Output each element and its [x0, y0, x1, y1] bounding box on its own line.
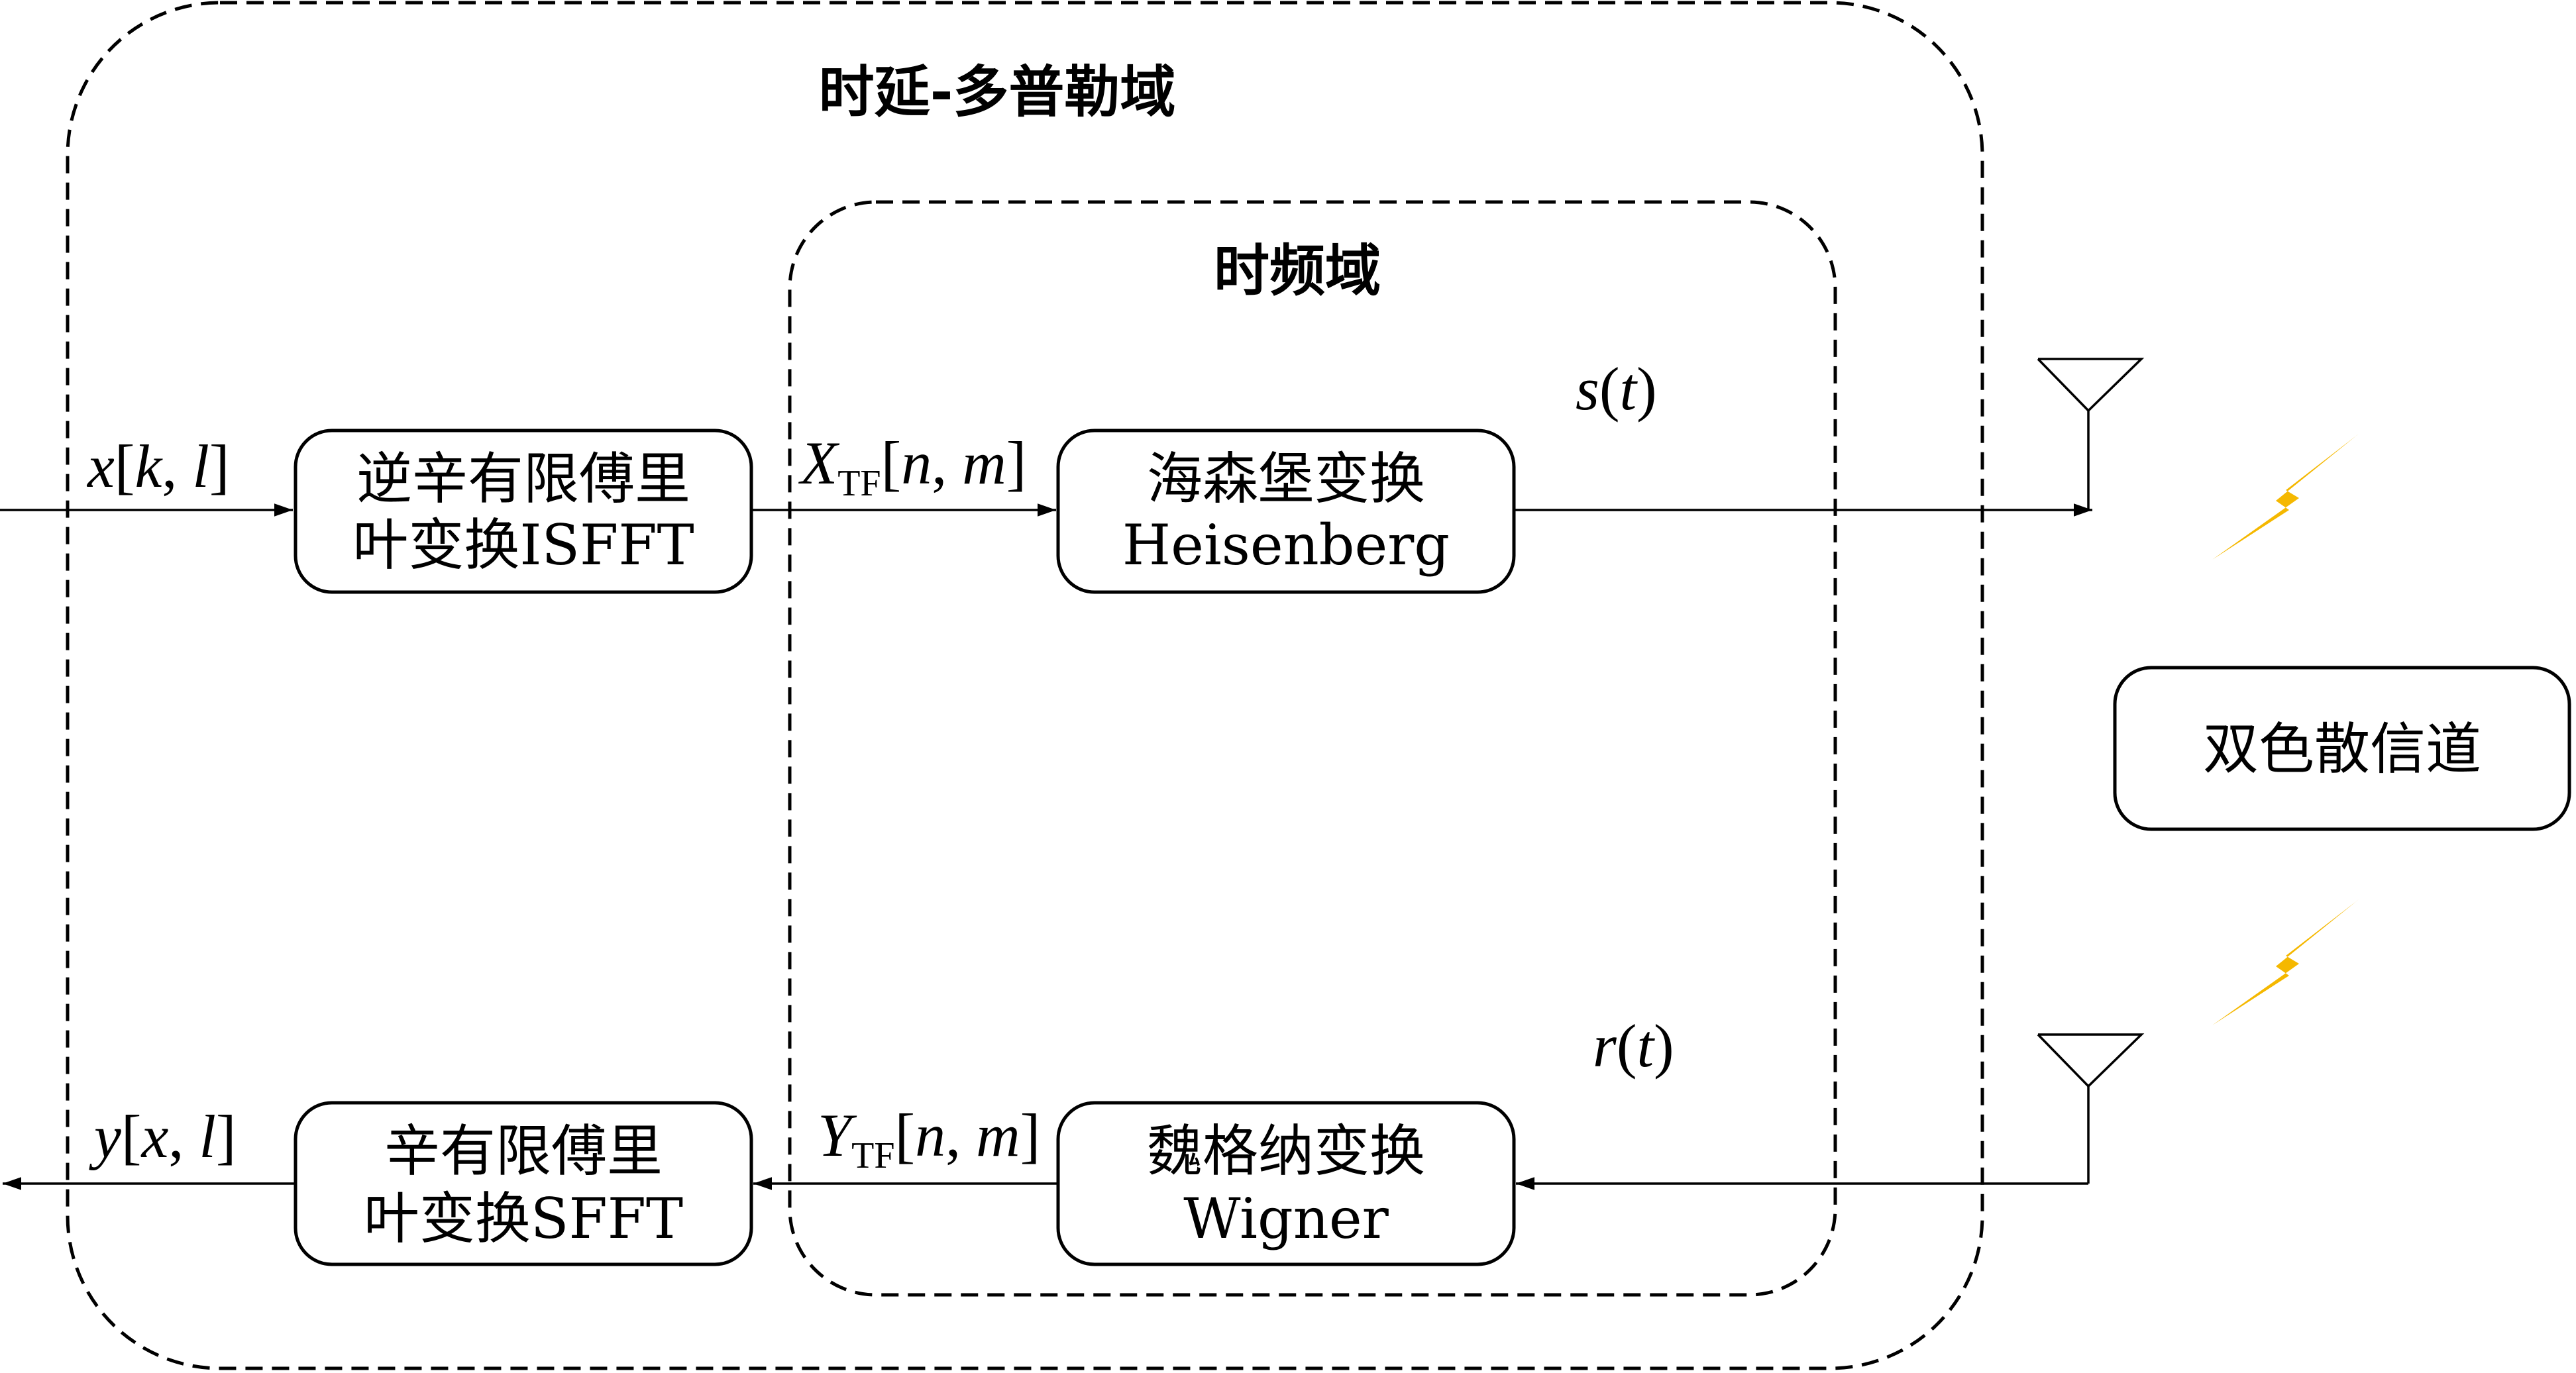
sfft-block-line1: 辛有限傅里	[384, 1119, 663, 1184]
wigner-block-line1: 魏格纳变换	[1147, 1119, 1425, 1184]
heisenberg-block-line1: 海森堡变换	[1147, 446, 1425, 511]
signal-y-label: y[x, l]	[89, 1103, 237, 1170]
channel-block-label: 双色散信道	[2203, 717, 2481, 782]
sfft-block: 辛有限傅里 叶变换SFFT	[294, 1101, 753, 1266]
signal-X-tf-label: XTF[n, m]	[798, 429, 1026, 504]
wigner-block-line2: Wigner	[1183, 1186, 1389, 1251]
signal-r-label: r(t)	[1593, 1012, 1674, 1080]
signal-x-label: x[k, l]	[86, 432, 230, 500]
heisenberg-block-line2: Heisenberg	[1122, 513, 1450, 578]
signal-s-label: s(t)	[1576, 355, 1657, 423]
wigner-block: 魏格纳变换 Wigner	[1056, 1101, 1516, 1266]
signal-Y-tf-label: YTF[n, m]	[818, 1101, 1040, 1176]
isfft-block-line2: 叶变换ISFFT	[352, 513, 694, 578]
tx-antenna-icon	[2037, 358, 2145, 510]
delay-doppler-domain-title: 时延-多普勒域	[819, 60, 1176, 125]
lightning-bolt-icon-top	[2212, 434, 2359, 560]
isfft-block-line1: 逆辛有限傅里	[356, 446, 690, 511]
delay-doppler-domain-region	[66, 1, 1984, 1370]
isfft-block: 逆辛有限傅里 叶变换ISFFT	[294, 429, 753, 594]
time-frequency-domain-region	[788, 200, 1837, 1297]
sfft-block-line2: 叶变换SFFT	[364, 1186, 683, 1251]
rx-antenna-icon	[1516, 1033, 2145, 1190]
lightning-bolt-icon-bottom	[2212, 899, 2359, 1025]
time-frequency-domain-title: 时频域	[1214, 238, 1381, 303]
channel-block: 双色散信道	[2113, 666, 2571, 831]
heisenberg-block: 海森堡变换 Heisenberg	[1056, 429, 1516, 594]
